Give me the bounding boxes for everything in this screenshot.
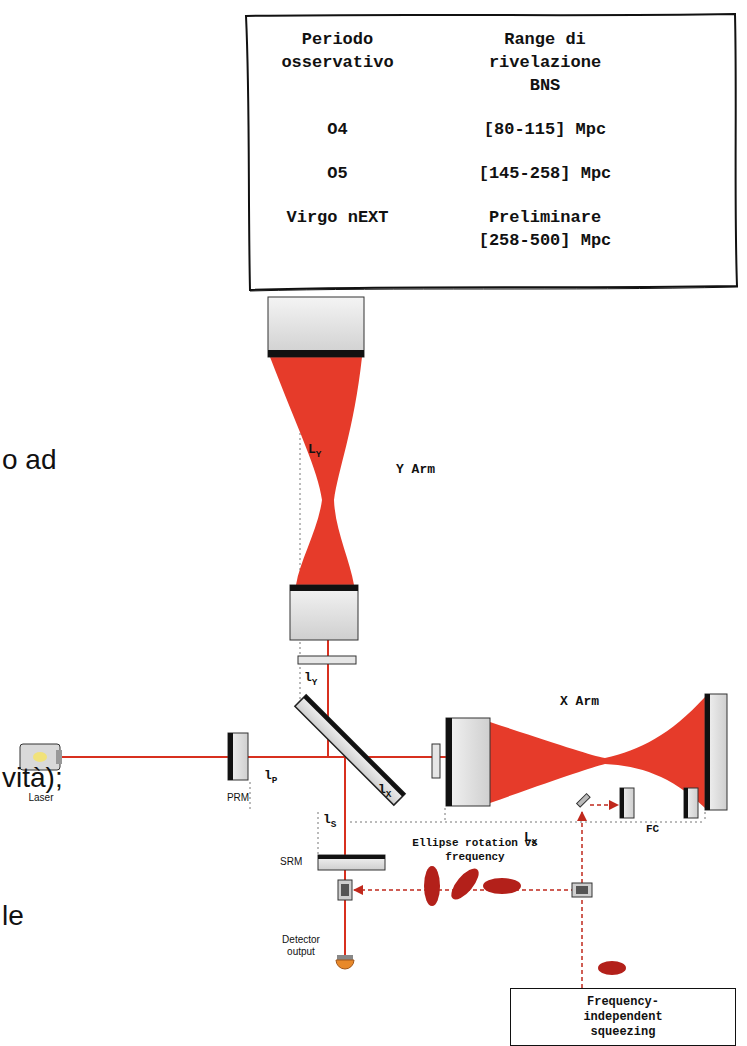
mirror-coating	[684, 788, 688, 818]
dimension-lines	[250, 358, 705, 854]
x-arm-beam	[490, 697, 705, 808]
steering-mirror	[577, 794, 590, 807]
component-label: SRM	[280, 856, 314, 868]
mirror-coating	[268, 350, 364, 357]
slide-text-fragment: vità);	[2, 762, 92, 794]
mirror-coating	[446, 718, 452, 806]
x-input-mirror	[446, 718, 490, 806]
ellipse-caption: Ellipse rotation vs frequency	[405, 836, 545, 864]
arm-label: X Arm	[560, 694, 630, 710]
y-end-mirror	[268, 297, 364, 357]
table-cell: [145-258] Mpc	[455, 162, 635, 185]
faraday-isolator	[572, 883, 592, 897]
table-cell: O5	[255, 162, 420, 185]
component-label: FC	[646, 822, 676, 836]
table-cell: Preliminare [258-500] Mpc	[462, 206, 628, 252]
node-text: Frequency-independent squeezing	[567, 995, 679, 1040]
length-label: LY	[308, 442, 348, 463]
srm-mirror	[318, 855, 385, 870]
beam-splitter	[295, 695, 405, 805]
photodetector	[336, 955, 354, 969]
x-end-mirror	[705, 694, 727, 810]
mirror-coating	[228, 733, 233, 780]
laser-beams	[62, 640, 446, 955]
table-header: Periodo osservativo	[255, 28, 420, 74]
slide-text-fragment: o ad	[2, 444, 92, 476]
faraday-isolator	[338, 880, 352, 900]
table-header: Range di rivelazione BNS	[470, 28, 620, 97]
mirror-coating	[290, 585, 358, 591]
compensation-plate	[298, 656, 356, 664]
fc-mirror	[620, 788, 634, 818]
squeezing-ellipses	[424, 864, 626, 975]
squeezing-box: Frequency-independent squeezing	[510, 988, 736, 1046]
prm-mirror	[228, 733, 248, 780]
table-cell: [80-115] Mpc	[455, 118, 635, 141]
mirror-coating	[705, 694, 710, 810]
length-label: lY	[304, 670, 334, 691]
component-label: PRM	[218, 792, 258, 804]
component-label: Laser	[16, 792, 66, 804]
compensation-plate	[432, 744, 440, 778]
slide-text-fragment: le	[2, 900, 62, 932]
table-frame-shadow	[250, 287, 738, 291]
length-label: lP	[264, 768, 294, 789]
length-label: lX	[378, 782, 408, 803]
fc-mirror	[684, 788, 698, 818]
length-label: lS	[323, 812, 353, 833]
table-frame	[246, 14, 737, 290]
y-input-mirror	[290, 585, 358, 640]
table-cell: Virgo nEXT	[255, 206, 420, 229]
y-arm-beam	[270, 357, 362, 585]
table-cell: O4	[255, 118, 420, 141]
mirror-coating	[620, 788, 624, 818]
component-label: Detector output	[268, 934, 334, 958]
squeezing-path	[354, 805, 618, 988]
mirror-coating	[318, 855, 385, 859]
arm-label: Y Arm	[396, 462, 466, 478]
